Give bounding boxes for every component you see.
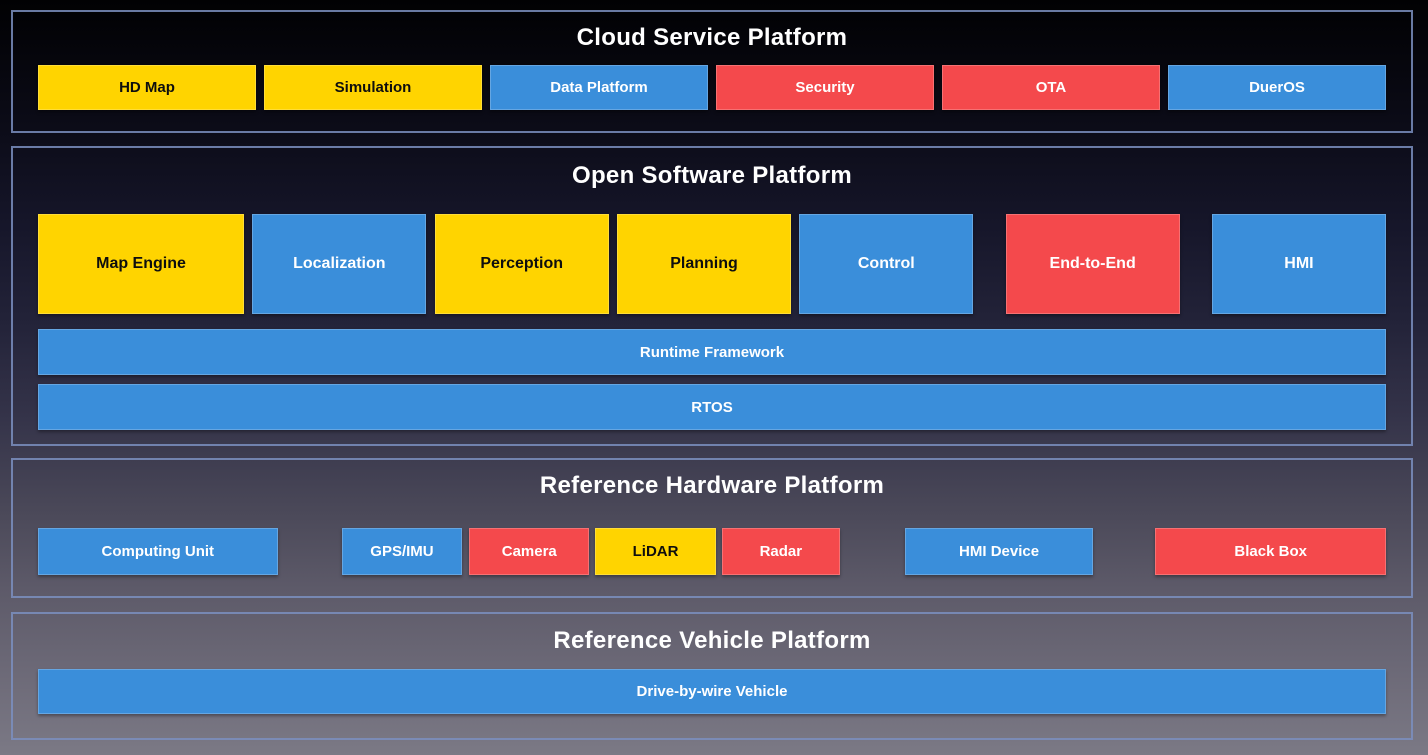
cloud-boxes-row: HD Map Simulation Data Platform Security… bbox=[38, 65, 1386, 110]
hardware-boxes-row: Computing Unit GPS/IMU Camera LiDAR Rada… bbox=[38, 528, 1386, 575]
section-title-software: Open Software Platform bbox=[572, 162, 852, 189]
box-control: Control bbox=[799, 214, 974, 314]
box-planning: Planning bbox=[616, 214, 791, 314]
section-title-cloud: Cloud Service Platform bbox=[576, 24, 848, 51]
box-localization: Localization bbox=[252, 214, 427, 314]
bar-drive-by-wire-vehicle: Drive-by-wire Vehicle bbox=[38, 669, 1386, 714]
box-map-engine: Map Engine bbox=[38, 214, 244, 314]
section-cloud-service-platform: Cloud Service Platform HD Map Simulation… bbox=[11, 10, 1413, 133]
box-end-to-end: End-to-End bbox=[1005, 214, 1180, 314]
box-data-platform: Data Platform bbox=[490, 65, 708, 110]
section-open-software-platform: Open Software Platform Map Engine Locali… bbox=[11, 146, 1413, 446]
box-hd-map: HD Map bbox=[38, 65, 256, 110]
box-computing-unit: Computing Unit bbox=[38, 528, 278, 575]
section-reference-vehicle-platform: Reference Vehicle Platform Drive-by-wire… bbox=[11, 612, 1413, 740]
box-black-box: Black Box bbox=[1155, 528, 1386, 575]
section-reference-hardware-platform: Reference Hardware Platform Computing Un… bbox=[11, 458, 1413, 598]
box-camera: Camera bbox=[469, 528, 590, 575]
box-ota: OTA bbox=[942, 65, 1160, 110]
box-hmi: HMI bbox=[1211, 214, 1386, 314]
box-hmi-device: HMI Device bbox=[904, 528, 1094, 575]
box-dueros: DuerOS bbox=[1168, 65, 1386, 110]
box-security: Security bbox=[716, 65, 934, 110]
box-radar: Radar bbox=[721, 528, 840, 575]
section-title-hardware: Reference Hardware Platform bbox=[539, 472, 885, 499]
box-simulation: Simulation bbox=[264, 65, 482, 110]
bar-runtime-framework: Runtime Framework bbox=[38, 329, 1386, 375]
box-lidar: LiDAR bbox=[595, 528, 716, 575]
section-title-vehicle: Reference Vehicle Platform bbox=[553, 627, 871, 654]
bar-rtos: RTOS bbox=[38, 384, 1386, 430]
software-boxes-row: Map Engine Localization Perception Plann… bbox=[38, 214, 1386, 314]
box-perception: Perception bbox=[434, 214, 609, 314]
box-gps-imu: GPS/IMU bbox=[341, 528, 463, 575]
